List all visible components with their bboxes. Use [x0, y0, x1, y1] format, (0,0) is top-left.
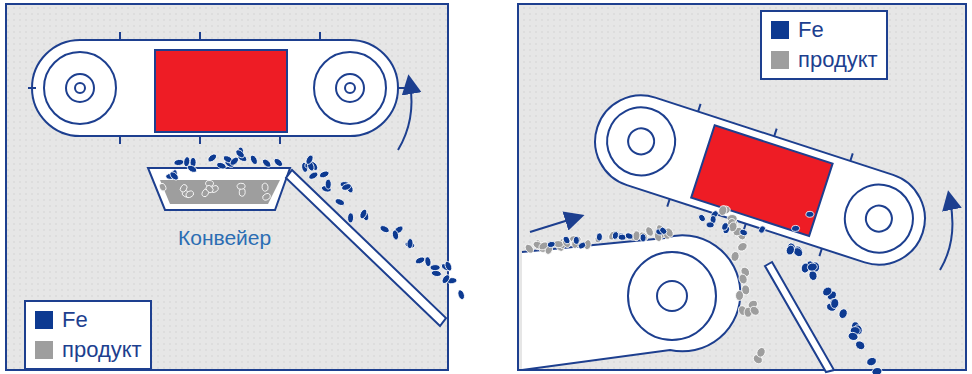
magnet: [155, 50, 287, 132]
feed-conveyor: [522, 235, 740, 370]
chute: [765, 262, 834, 372]
rotation-arrow: [940, 200, 952, 270]
legend-text: Fe: [62, 307, 88, 333]
legend-row: Fe: [770, 15, 878, 45]
legend-swatch: [34, 340, 54, 360]
left-panel: [6, 4, 448, 370]
left-separator: [28, 32, 406, 144]
legend-swatch: [770, 50, 790, 70]
rotation-arrow: [398, 84, 412, 150]
legend-text: продукт: [62, 337, 142, 363]
legend-row: Fe: [34, 305, 142, 335]
chute: [286, 170, 446, 326]
legend-box: Fe продукт: [760, 10, 888, 80]
particles: [158, 147, 882, 374]
legend-swatch: [34, 310, 54, 330]
legend-row: продукт: [770, 45, 878, 75]
part-label: Конвейер: [178, 226, 271, 250]
pulley: [628, 252, 716, 340]
legend-swatch: [770, 20, 790, 40]
right-panel: [518, 4, 966, 370]
legend-text: продукт: [798, 47, 878, 73]
legend-row: продукт: [34, 335, 142, 365]
legend-box: Fe продукт: [24, 300, 152, 370]
feed-arrow: [530, 218, 575, 232]
conveyor-trough: [148, 168, 290, 210]
pulley-axle: [657, 281, 687, 311]
product-pile: [160, 180, 280, 204]
legend-text: Fe: [798, 17, 824, 43]
